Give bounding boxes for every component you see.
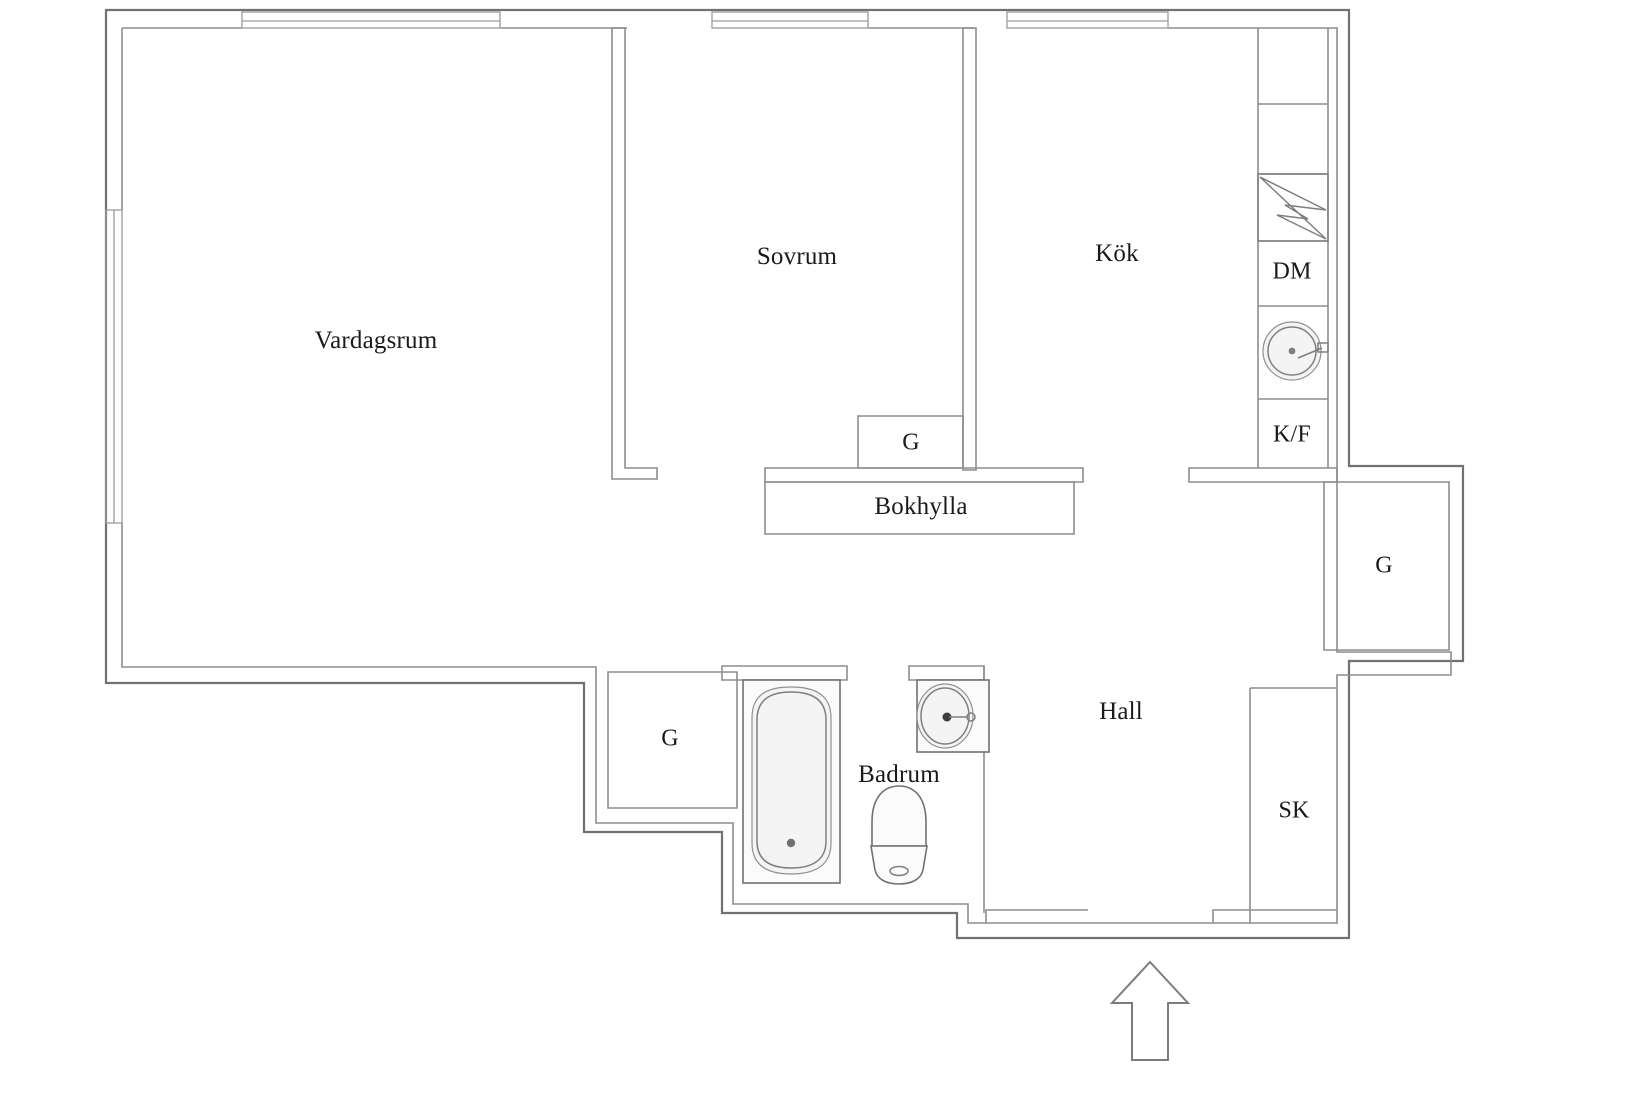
stove-icon <box>1257 173 1329 242</box>
room-label-hall: Hall <box>1099 698 1143 725</box>
closet-bathroom-G <box>607 671 738 809</box>
label-dishwasher: DM <box>1272 258 1312 285</box>
bathtub-icon <box>742 679 841 884</box>
room-label-vardagsrum: Vardagsrum <box>314 327 438 354</box>
exterior-walls <box>104 8 1465 940</box>
exterior-wall-inner-face <box>121 27 1452 924</box>
label-closet-bathroom: G <box>661 725 679 752</box>
label-closet-hall: G <box>1375 552 1393 579</box>
room-label-sovrum: Sovrum <box>756 243 838 270</box>
kitchen-sink-icon <box>1262 321 1329 381</box>
wall-livingroom-bedroom <box>611 27 658 480</box>
wall-bedroom-south <box>764 467 1084 483</box>
room-label-badrum: Badrum <box>858 761 940 788</box>
label-closet-sovrum: G <box>902 429 920 456</box>
window-livingroom-top <box>241 11 501 29</box>
bookshelf-bokhylla <box>764 481 1075 535</box>
label-fridge-freezer: K/F <box>1273 421 1311 448</box>
closet-sk <box>1249 687 1337 923</box>
label-closet-sk: SK <box>1278 797 1310 824</box>
window-bedroom-top <box>711 11 869 29</box>
washbasin-icon <box>916 679 990 753</box>
window-livingroom-left <box>105 209 123 524</box>
closet-hall-G <box>1323 481 1450 651</box>
closet-bedroom-G <box>857 415 964 469</box>
wall-bedroom-kitchen <box>962 27 977 471</box>
window-kitchen-top <box>1006 11 1169 29</box>
closet-sk-doorline <box>1212 909 1337 923</box>
label-bookshelf: Bokhylla <box>874 493 968 520</box>
room-label-kok: Kök <box>1095 240 1139 267</box>
wall-kitchen-south <box>1188 467 1338 483</box>
hall-entrance-recess <box>985 909 1088 923</box>
toilet-icon <box>870 785 928 885</box>
entrance-arrow-icon <box>1109 960 1191 1061</box>
kitchen-cabinet-run <box>1257 28 1329 468</box>
